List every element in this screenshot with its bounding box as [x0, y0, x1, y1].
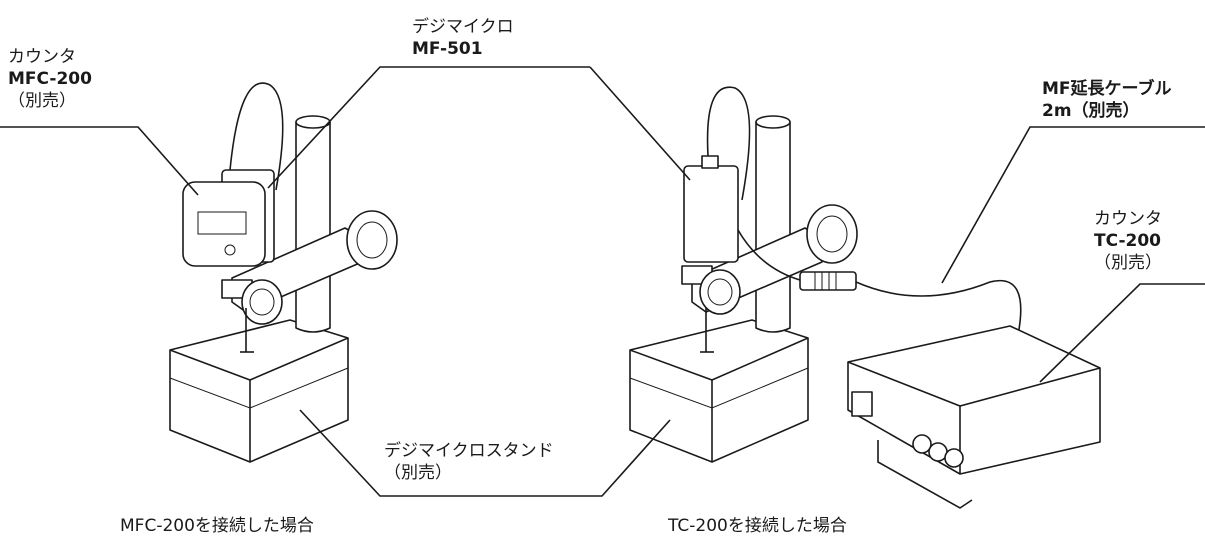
left-arm-knob: [346, 210, 398, 270]
leader-lines: [0, 66, 1205, 497]
leader-counter-left: [0, 126, 199, 196]
left-stand-assembly: [169, 82, 398, 463]
label-digimicro-name: デジマイクロ: [412, 17, 514, 37]
leader-stand: [299, 409, 671, 497]
label-stand-name: デジマイクロスタンド: [384, 441, 554, 461]
label-counter-left-model: MFC-200: [8, 69, 92, 89]
left-stand-base: [169, 319, 349, 463]
label-digimicro: デジマイクロ MF-501: [412, 16, 514, 60]
leader-counter-right: [1039, 283, 1205, 383]
left-stand-column: [295, 115, 331, 333]
label-ext-cable-length: 2m（別売）: [1042, 101, 1140, 121]
label-counter-right-model: TC-200: [1094, 231, 1162, 251]
right-counter-tc200: [847, 325, 1101, 509]
label-counter-left-name: カウンタ: [8, 47, 76, 67]
label-counter-right: カウンタ TC-200 （別売）: [1094, 208, 1162, 274]
label-digimicro-model: MF-501: [412, 39, 483, 59]
leader-digimicro-right: [589, 66, 691, 181]
right-stand-base: [629, 319, 809, 463]
label-counter-left: カウンタ MFC-200 （別売）: [8, 46, 92, 112]
right-lower-knob: [681, 265, 741, 315]
caption-left: MFC-200を接続した場合: [120, 516, 314, 536]
caption-right: TC-200を接続した場合: [668, 516, 847, 536]
label-ext-cable: MF延長ケーブル 2m（別売）: [1042, 78, 1172, 122]
extension-cable: [737, 229, 1022, 336]
left-counter-mfc200: [182, 181, 266, 267]
leader-digimicro-left: [267, 66, 590, 189]
leader-ext-cable: [941, 126, 1205, 284]
right-digimicro-head: [683, 86, 751, 263]
label-stand: デジマイクロスタンド （別売）: [384, 440, 554, 484]
label-stand-note: （別売）: [384, 463, 452, 483]
label-counter-right-name: カウンタ: [1094, 209, 1162, 229]
label-counter-left-note: （別売）: [8, 91, 76, 111]
left-lower-knob: [221, 279, 283, 325]
right-arm-knob: [806, 204, 858, 264]
label-ext-cable-name: MF延長ケーブル: [1042, 79, 1172, 99]
label-counter-right-note: （別売）: [1094, 253, 1162, 273]
right-stand-assembly: [629, 86, 1101, 509]
right-stand-column: [755, 115, 791, 333]
